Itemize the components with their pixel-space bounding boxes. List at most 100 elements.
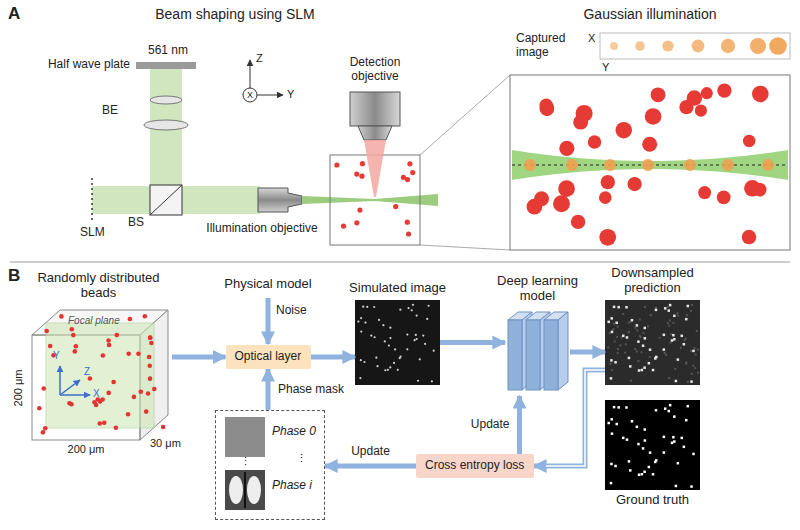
- simulated-dots: [382, 324, 384, 326]
- ground-truth-dots: [642, 447, 645, 450]
- axis-arrow: [257, 95, 283, 96]
- prediction-dots: [669, 342, 671, 344]
- prediction-dots: [639, 318, 641, 320]
- bead-dots: [540, 98, 553, 111]
- simulated-dots: [407, 307, 409, 309]
- prediction-dots: [685, 338, 687, 340]
- prediction-dots: [649, 348, 652, 351]
- random-beads: [128, 317, 133, 322]
- bead-dots: [687, 90, 702, 105]
- zoom-line: [420, 75, 510, 155]
- ground-truth-dots: [611, 432, 614, 435]
- figure-label: Physical model: [224, 277, 311, 292]
- random-beads: [146, 391, 151, 396]
- captured-dots: [769, 37, 787, 55]
- prediction-dots: [644, 337, 646, 339]
- prediction-dots: [643, 366, 646, 369]
- figure-label: Z: [84, 366, 90, 378]
- random-beads: [70, 327, 75, 332]
- sample-beads: [360, 161, 365, 166]
- bead-dots: [559, 141, 574, 156]
- panel-heading: Ground truth: [593, 493, 713, 508]
- random-beads: [48, 344, 53, 349]
- prediction-dots: [668, 377, 670, 379]
- sample-beads: [393, 204, 398, 209]
- figure-label: Focal plane: [68, 315, 120, 327]
- bead-dots: [645, 108, 662, 125]
- ground-truth-dots: [673, 440, 676, 443]
- simulated-dots: [433, 350, 435, 352]
- prediction-dots: [694, 367, 696, 369]
- prediction-dots: [611, 369, 613, 371]
- prediction-dots: [652, 369, 655, 372]
- simulated-dots: [384, 369, 386, 371]
- random-beads: [41, 386, 46, 391]
- figure-label: 30 μm: [150, 437, 181, 450]
- flow-arrow: [517, 396, 522, 454]
- prediction-dots: [636, 350, 638, 352]
- prediction-dots: [673, 315, 676, 318]
- figure-label: Y: [287, 88, 294, 101]
- ground-truth-image: [605, 400, 700, 490]
- figure-label: X: [588, 32, 595, 45]
- ground-truth-dots: [613, 406, 616, 409]
- excited-beads: [722, 159, 734, 171]
- sample-beads: [341, 223, 346, 228]
- simulated-dots: [399, 357, 401, 359]
- ground-truth-dots: [631, 420, 634, 423]
- prediction-dots: [677, 315, 679, 317]
- simulated-dots: [359, 377, 361, 379]
- prediction-dots: [616, 336, 618, 338]
- beam-expander-lens: [144, 120, 188, 130]
- image-panel: Downsampled prediction: [605, 300, 700, 385]
- ground-truth-dots: [622, 437, 625, 440]
- prediction-dots: [640, 336, 642, 338]
- bead-dots: [744, 180, 760, 196]
- figure-label: Detection objective: [330, 56, 420, 84]
- sample-beads: [354, 220, 359, 225]
- prediction-dots: [668, 309, 671, 312]
- figure-label: B: [8, 266, 20, 286]
- bead-dots: [752, 86, 769, 103]
- prediction-dots: [659, 337, 661, 339]
- simulated-dots: [376, 365, 378, 367]
- panel-heading: Randomly distributed beads: [29, 271, 169, 301]
- prediction-dots: [629, 365, 632, 368]
- prediction-dots: [697, 372, 699, 374]
- edge-label: Update: [349, 445, 392, 459]
- prediction-dots: [673, 338, 676, 341]
- prediction-dots: [614, 361, 617, 364]
- figure-label: ⋮: [240, 455, 251, 468]
- prediction-dots: [683, 343, 686, 346]
- prediction-dots: [644, 337, 647, 340]
- ground-truth-dots: [652, 473, 655, 476]
- prediction-dots: [622, 313, 624, 315]
- bead-dots: [698, 186, 711, 199]
- figure-label: 200 μm: [12, 370, 25, 407]
- simulated-dots: [360, 317, 362, 319]
- figure-label: Noise: [276, 304, 307, 318]
- prediction-dots: [641, 369, 644, 372]
- prediction-dots: [628, 331, 630, 333]
- figure-label: Z: [256, 52, 263, 65]
- prediction-dots: [642, 344, 645, 347]
- prediction-dots: [617, 306, 620, 309]
- prediction-dots: [696, 330, 698, 332]
- figure-label: Gaussian illumination: [583, 6, 716, 22]
- ground-truth-dots: [625, 406, 628, 409]
- prediction-dots: [677, 358, 680, 361]
- random-beads: [126, 351, 131, 356]
- gaussian-panel: [510, 33, 790, 250]
- process-box: Optical layer: [226, 345, 311, 369]
- panel-heading: Phase i: [272, 479, 312, 493]
- figure-label: A: [8, 4, 20, 24]
- excited-beads: [684, 159, 696, 171]
- random-beads: [132, 395, 137, 400]
- prediction-dots: [690, 310, 692, 312]
- prediction-dots: [614, 341, 616, 343]
- bead-dots: [616, 122, 632, 138]
- prediction-dots: [625, 343, 627, 345]
- random-beads: [71, 333, 76, 338]
- phase-lobe: [229, 476, 243, 504]
